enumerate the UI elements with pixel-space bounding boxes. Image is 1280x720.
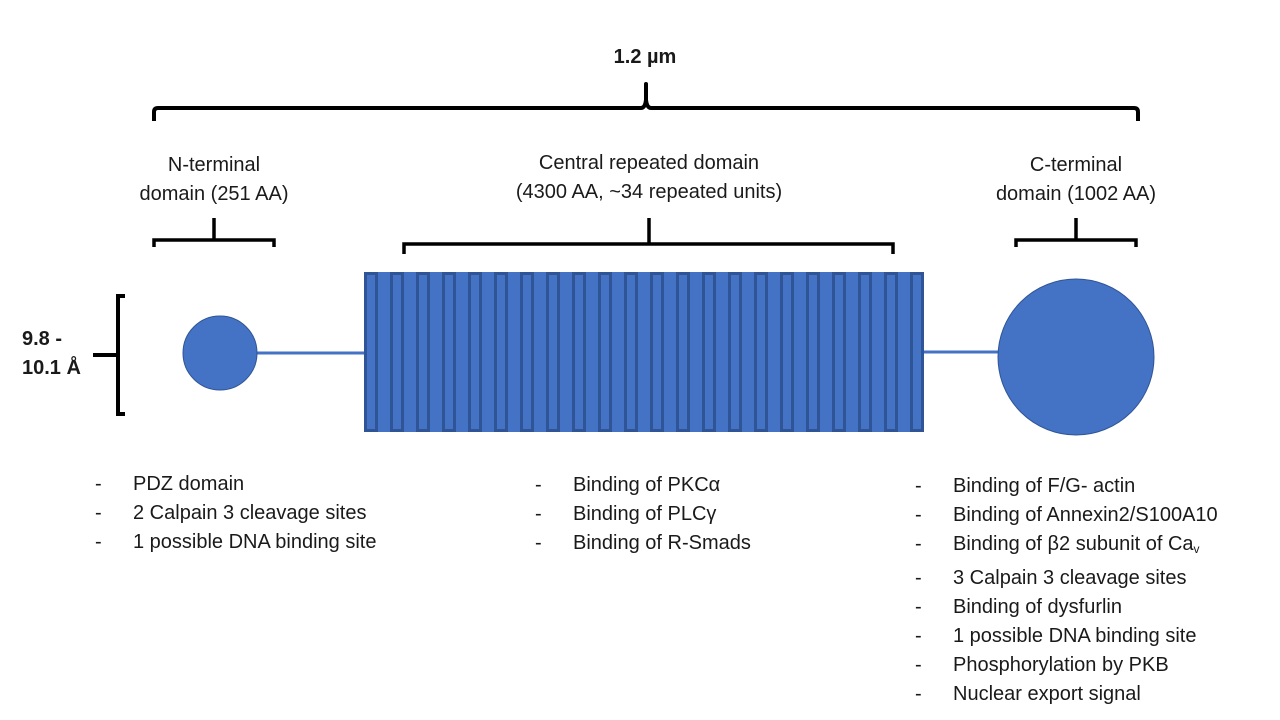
repeat-unit bbox=[832, 272, 846, 432]
bullet-dash: - bbox=[915, 596, 922, 618]
repeat-unit bbox=[546, 272, 560, 432]
diameter-label: 9.8 - 10.1 Å bbox=[10, 325, 102, 383]
bullet-dash: - bbox=[95, 473, 102, 495]
bullet-dash: - bbox=[915, 504, 922, 526]
feature-item: - Binding of Annexin2/S100A10 bbox=[903, 501, 1218, 530]
feature-item: - 3 Calpain 3 cleavage sites bbox=[903, 564, 1218, 593]
bullet-dash: - bbox=[915, 625, 922, 647]
feature-item: - Binding of β2 subunit of Cav bbox=[903, 530, 1218, 564]
bullet-dash: - bbox=[915, 533, 922, 555]
c-terminal-bracket bbox=[1014, 218, 1138, 247]
feature-item: - Nuclear export signal bbox=[903, 680, 1218, 709]
bullet-dash: - bbox=[915, 683, 922, 705]
diameter-label-line1: 9.8 - bbox=[22, 328, 63, 350]
feature-item: - Binding of F/G- actin bbox=[903, 472, 1218, 501]
feature-text: 1 possible DNA binding site bbox=[953, 625, 1197, 647]
repeat-unit bbox=[728, 272, 742, 432]
diameter-label-line2: 10.1 Å bbox=[22, 357, 81, 379]
c-terminal-title-line1: C-terminal bbox=[1029, 154, 1123, 176]
feature-item: - Binding of PLCγ bbox=[523, 500, 751, 529]
repeat-unit bbox=[858, 272, 872, 432]
central-rod-body bbox=[364, 272, 924, 432]
central-title-line2: (4300 AA, ~34 repeated units) bbox=[515, 181, 783, 203]
n-terminal-bracket bbox=[152, 218, 276, 247]
bullet-dash: - bbox=[535, 503, 542, 525]
bullet-dash: - bbox=[915, 654, 922, 676]
repeat-unit bbox=[520, 272, 534, 432]
c-terminal-globule bbox=[997, 278, 1155, 436]
repeat-unit bbox=[390, 272, 404, 432]
feature-text: Binding of PLCγ bbox=[573, 503, 717, 525]
central-domain-bracket bbox=[402, 218, 895, 254]
n-terminal-title-line2: domain (251 AA) bbox=[139, 183, 289, 205]
repeat-unit bbox=[494, 272, 508, 432]
repeat-unit bbox=[624, 272, 638, 432]
bullet-dash: - bbox=[95, 531, 102, 553]
repeat-unit bbox=[884, 272, 898, 432]
repeat-unit bbox=[442, 272, 456, 432]
central-repeated-rod bbox=[364, 272, 924, 432]
n-terminal-features: -PDZ domain -2 Calpain 3 cleavage sites … bbox=[83, 470, 376, 557]
feature-text: 3 Calpain 3 cleavage sites bbox=[953, 567, 1187, 589]
feature-text: 2 Calpain 3 cleavage sites bbox=[133, 502, 367, 524]
bullet-dash: - bbox=[915, 567, 922, 589]
feature-item: - 1 possible DNA binding site bbox=[83, 528, 376, 557]
repeat-unit bbox=[364, 272, 378, 432]
repeat-unit bbox=[598, 272, 612, 432]
repeat-unit bbox=[910, 272, 924, 432]
feature-text: Phosphorylation by PKB bbox=[953, 654, 1169, 676]
bullet-dash: - bbox=[535, 474, 542, 496]
repeat-unit bbox=[416, 272, 430, 432]
feature-text: Binding of F/G- actin bbox=[953, 475, 1136, 497]
bullet-dash: - bbox=[915, 475, 922, 497]
c-terminal-title: C-terminal domain (1002 AA) bbox=[966, 151, 1186, 209]
repeat-unit bbox=[572, 272, 586, 432]
feature-item: - PDZ domain bbox=[83, 470, 376, 499]
n-terminal-globule bbox=[182, 315, 258, 391]
central-title-line1: Central repeated domain bbox=[538, 152, 760, 174]
central-domain-title: Central repeated domain (4300 AA, ~34 re… bbox=[479, 149, 819, 207]
feature-text: Nuclear export signal bbox=[953, 683, 1141, 705]
repeat-unit bbox=[702, 272, 716, 432]
feature-item: - Binding of PKCα bbox=[523, 471, 751, 500]
feature-item: - Binding of R-Smads bbox=[523, 529, 751, 558]
c-terminal-features: - Binding of F/G- actin - Binding of Annex… bbox=[903, 472, 1218, 709]
repeat-unit bbox=[780, 272, 794, 432]
n-terminal-title: N-terminal domain (251 AA) bbox=[104, 151, 324, 209]
feature-item: - Phosphorylation by PKB bbox=[903, 651, 1218, 680]
feature-item: - 1 possible DNA binding site bbox=[903, 622, 1218, 651]
feature-text: PDZ domain bbox=[133, 473, 245, 495]
feature-text: Binding of dysfurlin bbox=[953, 596, 1122, 618]
diameter-bracket bbox=[93, 294, 125, 416]
repeat-unit bbox=[468, 272, 482, 432]
total-length-label: 1.2 µm bbox=[613, 46, 677, 68]
feature-text: Binding of β2 subunit of Ca bbox=[953, 533, 1194, 555]
feature-text: Binding of PKCα bbox=[573, 474, 721, 496]
feature-text: Binding of R-Smads bbox=[573, 532, 751, 554]
feature-text: Binding of Annexin2/S100A10 bbox=[953, 504, 1218, 526]
central-features: - Binding of PKCα - Binding of PLCγ - Bindi… bbox=[523, 471, 751, 558]
repeat-unit bbox=[806, 272, 820, 432]
bullet-dash: - bbox=[535, 532, 542, 554]
total-length-bracket bbox=[152, 82, 1140, 121]
feature-item: - 2 Calpain 3 cleavage sites bbox=[83, 499, 376, 528]
feature-text: 1 possible DNA binding site bbox=[133, 531, 377, 553]
subscript: v bbox=[1193, 542, 1200, 556]
repeat-unit bbox=[754, 272, 768, 432]
repeat-unit bbox=[676, 272, 690, 432]
bullet-dash: - bbox=[95, 502, 102, 524]
n-terminal-title-line1: N-terminal bbox=[167, 154, 261, 176]
repeat-unit bbox=[650, 272, 664, 432]
c-terminal-title-line2: domain (1002 AA) bbox=[995, 183, 1157, 205]
feature-item: - Binding of dysfurlin bbox=[903, 593, 1218, 622]
